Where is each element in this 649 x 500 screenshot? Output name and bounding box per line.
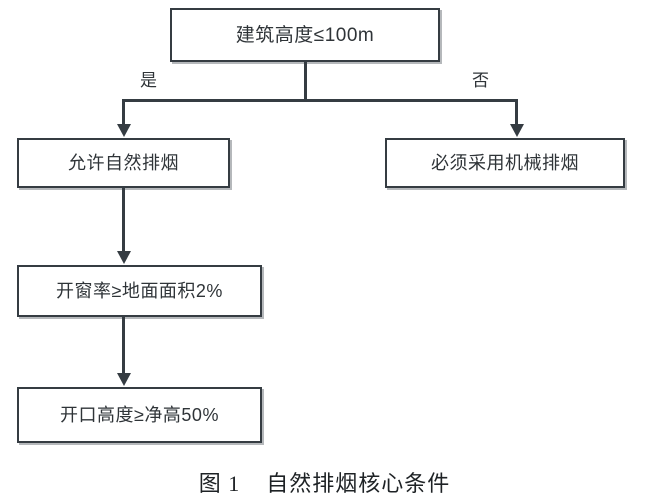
connector-drop-no — [515, 99, 518, 125]
connector-natural-to-window-rate — [122, 188, 125, 252]
edge-label-no: 否 — [472, 71, 489, 90]
flow-node-allow-natural-smoke-exhaust: 允许自然排烟 — [17, 138, 230, 188]
flow-node-label: 开窗率≥地面面积2% — [56, 281, 223, 301]
arrowhead-icon-opening-height — [117, 373, 131, 386]
flow-node-label: 开口高度≥净高50% — [60, 405, 219, 425]
connector-branch-bus — [122, 99, 518, 102]
connector-root-stem — [304, 62, 307, 100]
arrowhead-icon-window-rate — [117, 251, 131, 264]
edge-label-yes: 是 — [140, 71, 157, 90]
figure-caption: 图 1 自然排烟核心条件 — [198, 471, 451, 496]
connector-window-rate-to-opening-height — [122, 317, 125, 374]
flow-node-label: 必须采用机械排烟 — [431, 153, 579, 173]
arrowhead-icon-no — [510, 124, 524, 137]
flow-node-label: 建筑高度≤100m — [235, 24, 375, 46]
flow-node-window-opening-rate: 开窗率≥地面面积2% — [17, 265, 262, 317]
flow-node-must-use-mechanical-smoke-exhaust: 必须采用机械排烟 — [385, 138, 625, 188]
flow-node-opening-height: 开口高度≥净高50% — [17, 387, 262, 443]
flow-node-decision-building-height: 建筑高度≤100m — [170, 8, 440, 62]
arrowhead-icon-yes — [117, 124, 131, 137]
flow-node-label: 允许自然排烟 — [68, 153, 179, 173]
connector-drop-yes — [122, 99, 125, 125]
